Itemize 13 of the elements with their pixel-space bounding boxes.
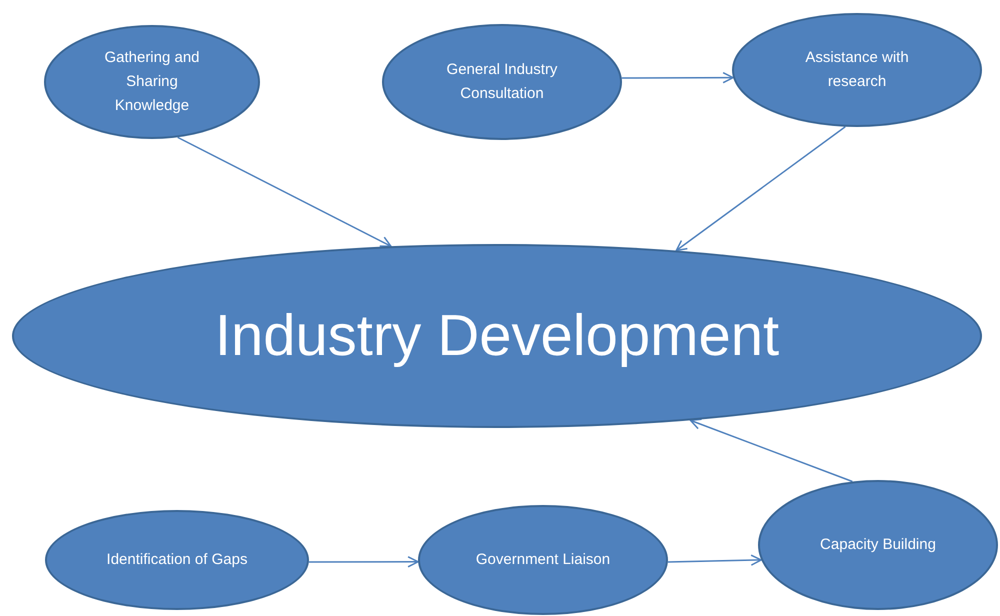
arrow [622,72,734,84]
arrow [690,418,853,482]
node-label: Assistance with research [804,48,910,92]
arrow [177,136,392,247]
node-label: Gathering and Sharing Knowledge [103,48,201,116]
node-label: Government Liaison [476,550,610,570]
arrow [668,554,762,566]
node-label: General Industry Consultation [446,60,558,104]
arrow [676,126,846,252]
node-label: Capacity Building [820,535,936,555]
arrow [308,556,419,568]
node-label: Industry Development [214,302,780,370]
node-label: Identification of Gaps [106,550,248,570]
